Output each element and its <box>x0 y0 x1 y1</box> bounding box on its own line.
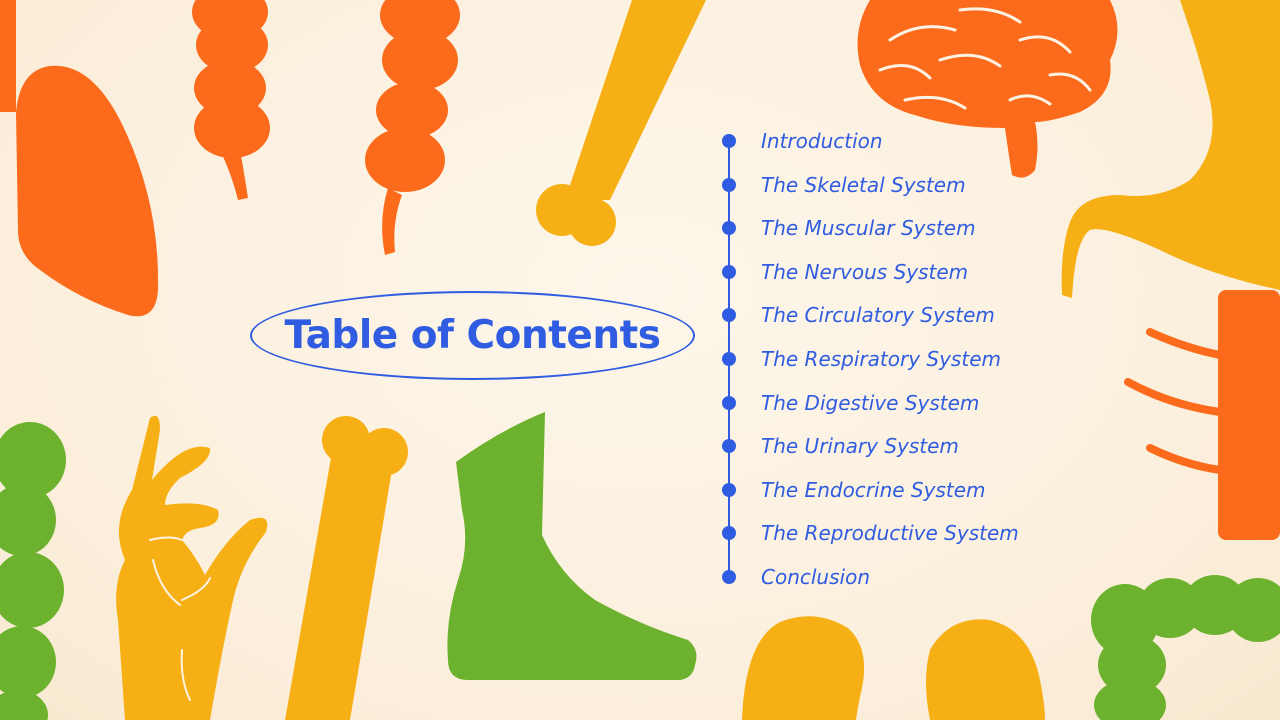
title-oval <box>250 291 695 380</box>
toc-item[interactable]: The Skeletal System <box>720 170 966 200</box>
toc-bullet-dot <box>722 177 736 192</box>
ribs-icon <box>1124 290 1280 540</box>
toc-item[interactable]: Introduction <box>720 126 883 156</box>
toc-item[interactable]: The Respiratory System <box>720 344 1001 374</box>
hand-icon <box>116 415 268 720</box>
intestine-icon <box>0 422 66 720</box>
toc-item[interactable]: The Urinary System <box>720 431 959 461</box>
toc-bullet-dot <box>722 308 736 323</box>
bone-icon <box>285 416 408 720</box>
toc-bullet-dot <box>722 570 736 584</box>
kidney-icon <box>742 616 1045 720</box>
toc-item-label: The Nervous System <box>761 259 969 284</box>
toc-bullet-dot <box>722 395 736 410</box>
toc-bullet-dot <box>722 264 736 279</box>
toc-item[interactable]: The Muscular System <box>720 213 976 243</box>
toc-item[interactable]: The Digestive System <box>720 388 979 418</box>
toc-item-label: The Skeletal System <box>761 172 966 197</box>
toc-item-label: The Respiratory System <box>761 347 1001 371</box>
toc-item-label: The Digestive System <box>761 390 980 415</box>
colon-icon <box>365 0 460 255</box>
toc-bullet-dot <box>722 482 736 497</box>
toc-item-label: The Urinary System <box>761 434 959 459</box>
toc-item[interactable]: The Nervous System <box>720 257 968 287</box>
intestine-icon <box>1091 575 1280 720</box>
brain-icon <box>857 0 1118 178</box>
toc-bullet-dot <box>722 352 736 366</box>
bone-icon <box>536 0 706 246</box>
toc-item-label: Conclusion <box>761 565 870 589</box>
toc-item-label: The Muscular System <box>761 216 976 241</box>
toc-bullet-dot <box>722 526 736 541</box>
toc-item-label: The Circulatory System <box>761 303 995 328</box>
toc-item[interactable]: The Circulatory System <box>720 300 995 330</box>
colon-icon <box>192 0 270 200</box>
toc-item-label: The Endocrine System <box>761 477 986 502</box>
toc-item[interactable]: The Reproductive System <box>720 518 1019 548</box>
page-title: Table of Contents <box>284 313 661 358</box>
toc-bullet-dot <box>722 134 736 148</box>
toc-item[interactable]: The Endocrine System <box>720 475 986 505</box>
toc-bullet-dot <box>722 439 736 454</box>
toc-item-label: Introduction <box>761 129 883 153</box>
toc-item-label: The Reproductive System <box>761 521 1019 546</box>
stomach-icon <box>1061 0 1280 298</box>
foot-icon <box>447 412 697 680</box>
toc-item[interactable]: Conclusion <box>720 562 870 592</box>
toc-bullet-dot <box>722 221 736 236</box>
lung-icon <box>0 0 159 317</box>
